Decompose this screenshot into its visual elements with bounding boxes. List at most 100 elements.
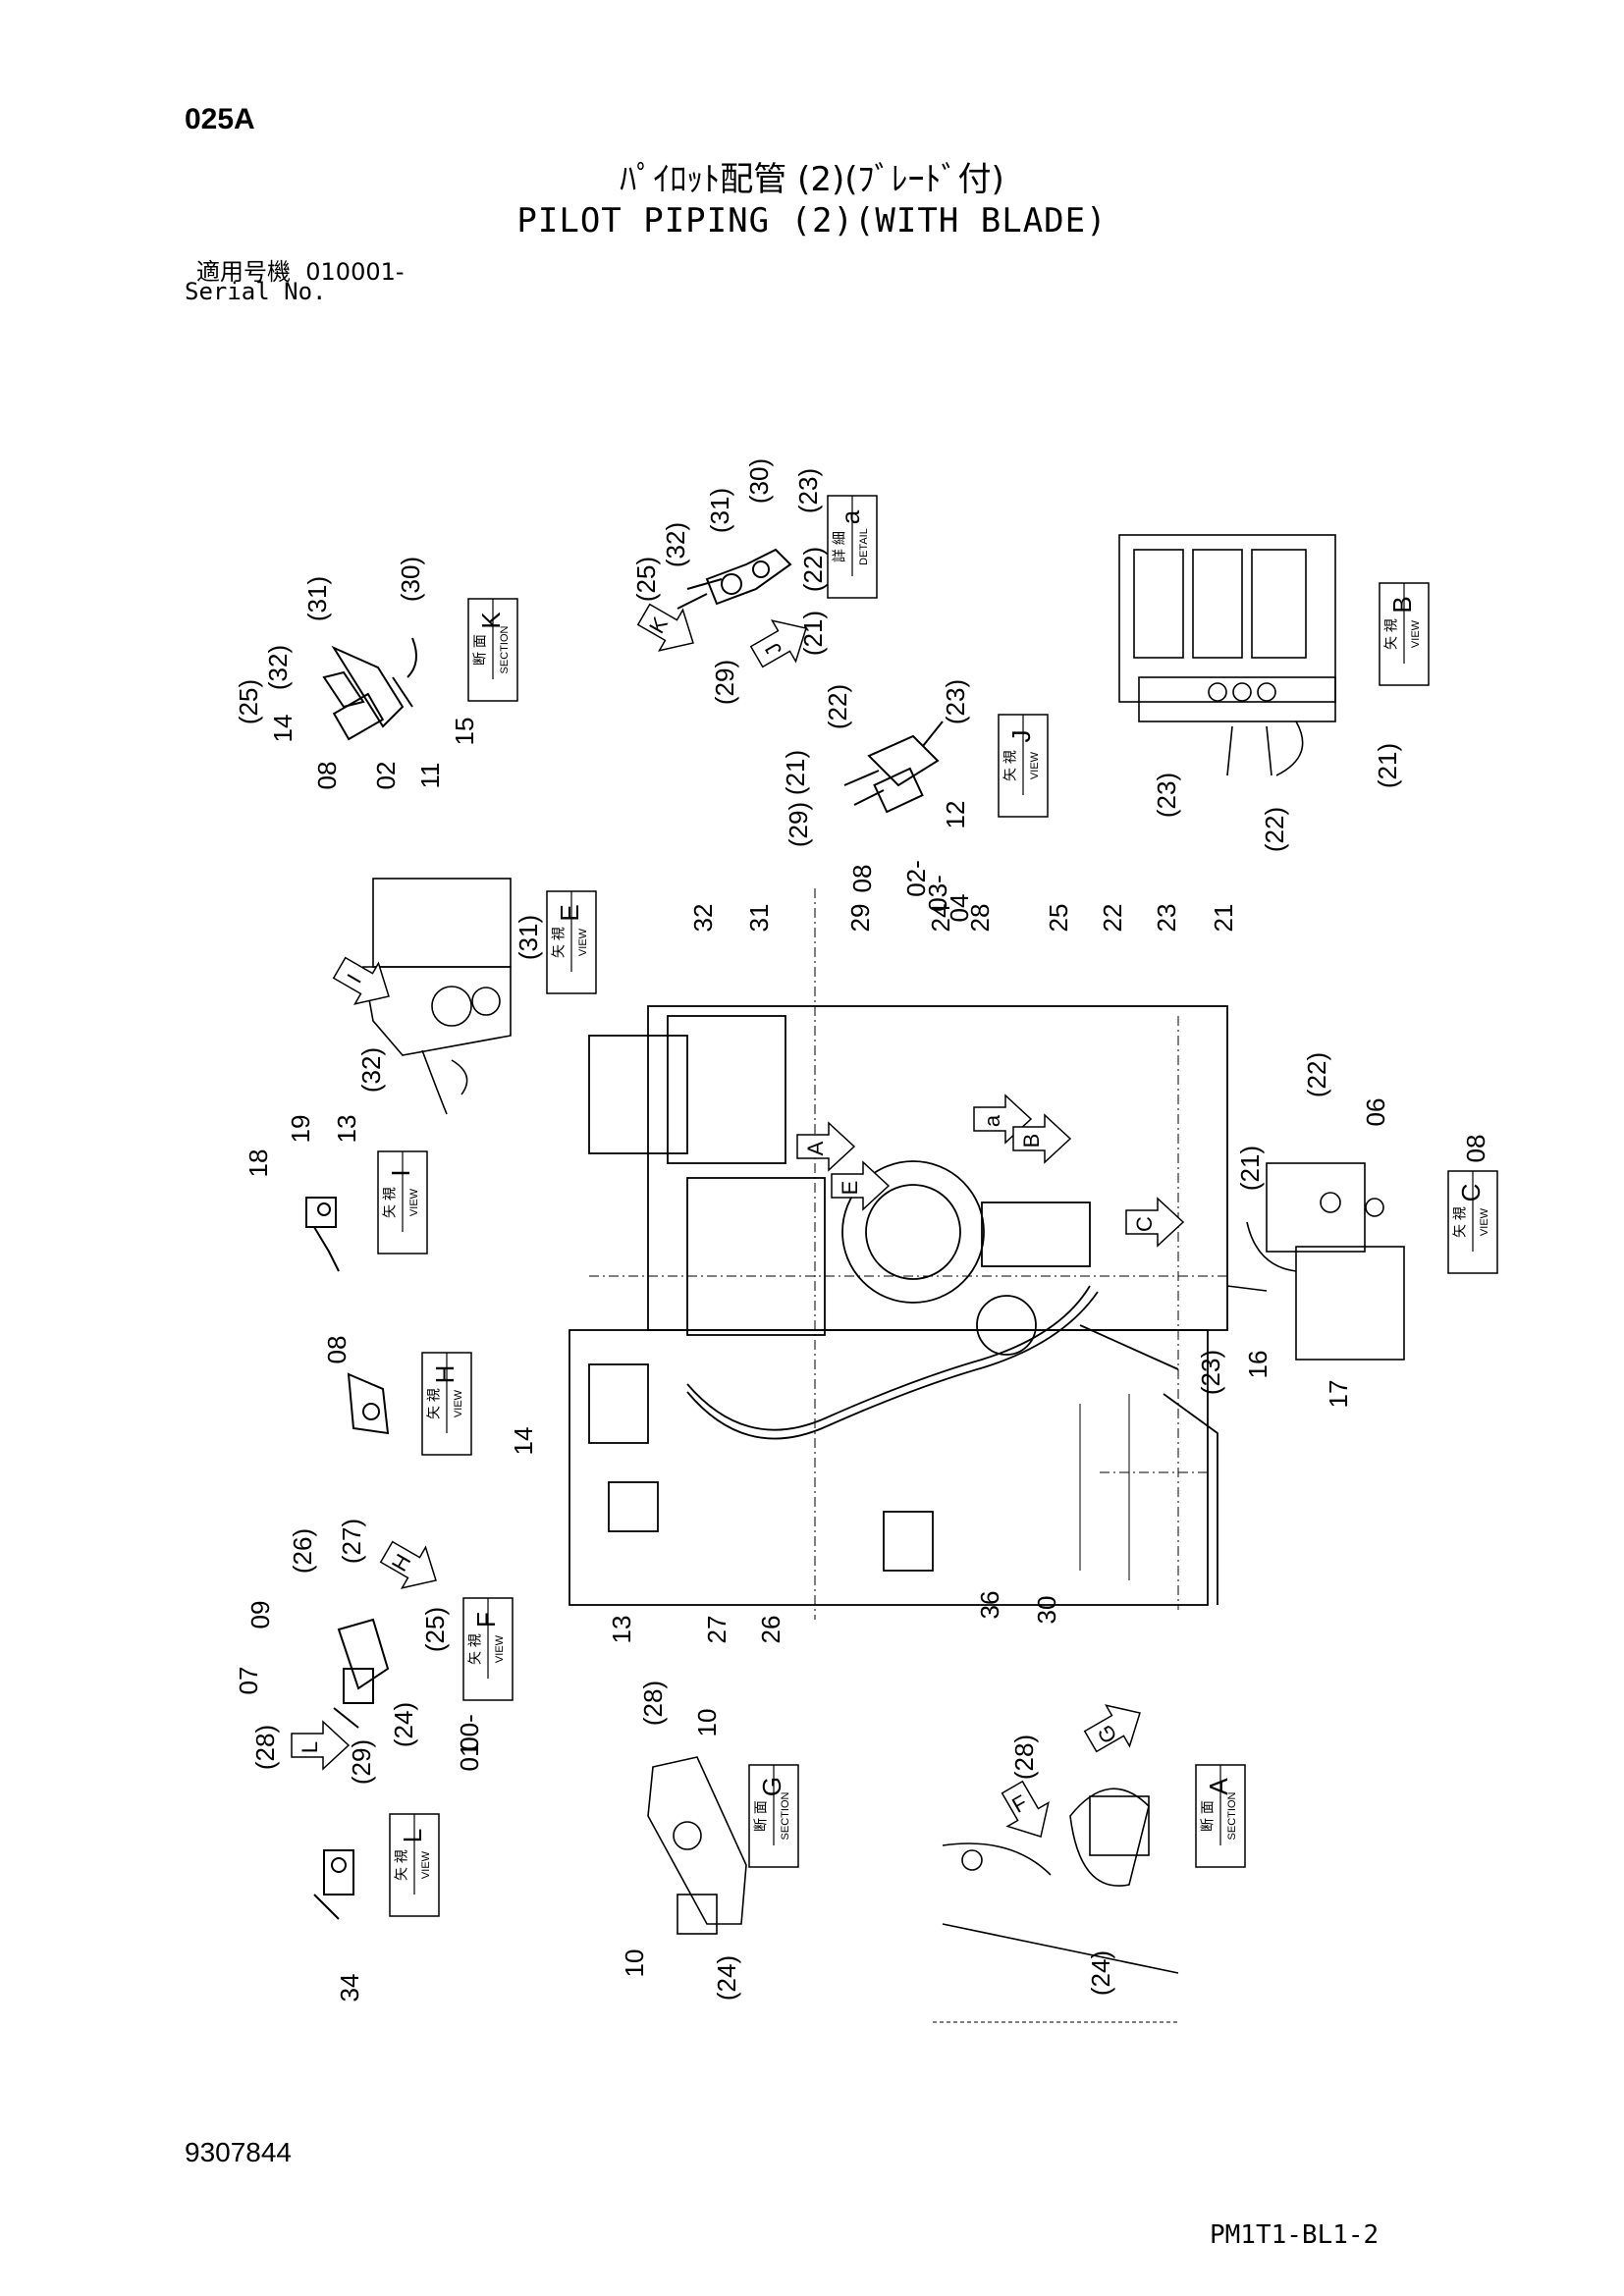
part-callout: (31) bbox=[705, 488, 734, 533]
part-callout: 14 bbox=[509, 1427, 538, 1456]
view-i-drawing bbox=[305, 1197, 340, 1272]
part-callout: 31 bbox=[744, 904, 774, 933]
serial-label-jp: 適用号機 010001- bbox=[196, 252, 405, 287]
view-h-drawing bbox=[347, 1372, 390, 1435]
part-callout: (25) bbox=[234, 679, 263, 724]
part-callout: (25) bbox=[420, 1607, 450, 1652]
part-callout: 32 bbox=[688, 904, 718, 933]
part-callout: (31) bbox=[514, 915, 543, 960]
view-b-drawing bbox=[1118, 534, 1336, 776]
view-arrow-l: L bbox=[291, 1720, 351, 1771]
callouts-view-f: (26)(27)09(25)07(28)(29)(24)00-01 bbox=[234, 1519, 484, 1785]
view-arrow-b: B bbox=[1012, 1113, 1072, 1164]
callouts-view-e: (31)(32) bbox=[356, 915, 543, 1093]
part-callout: (22) bbox=[823, 684, 852, 729]
view-box-en-label: VIEW bbox=[408, 1188, 420, 1216]
section-g-drawing bbox=[647, 1756, 747, 1935]
part-callout: 01 bbox=[455, 1743, 484, 1772]
section-k-drawing bbox=[322, 637, 417, 741]
part-callout: (23) bbox=[941, 679, 970, 724]
view-e-drawing bbox=[362, 878, 512, 1115]
part-callout: (21) bbox=[781, 750, 810, 795]
view-box-letter: I bbox=[386, 1169, 415, 1176]
part-callout: 22 bbox=[1098, 904, 1127, 933]
view-box-letter: F bbox=[471, 1612, 501, 1628]
part-callout: 08 bbox=[322, 1336, 352, 1364]
part-callout: 27 bbox=[702, 1616, 731, 1644]
part-callout: 19 bbox=[286, 1115, 315, 1144]
view-box-letter: B bbox=[1387, 596, 1417, 613]
part-callout: (24) bbox=[712, 1955, 741, 2001]
part-callout: 13 bbox=[607, 1616, 636, 1644]
view-arrow-e: E bbox=[831, 1160, 891, 1211]
view-box-letter: J bbox=[1006, 730, 1036, 743]
view-arrow-letter: C bbox=[1132, 1216, 1157, 1232]
part-callout: 29 bbox=[845, 904, 875, 933]
part-callout: 30 bbox=[1032, 1596, 1061, 1625]
part-callout: (28) bbox=[1009, 1735, 1039, 1780]
view-arrow-a: A bbox=[796, 1121, 856, 1172]
part-callout: 12 bbox=[941, 801, 970, 829]
title-japanese: ﾊﾟｲﾛｯﾄ配管 (2)(ﾌﾞﾚｰﾄﾞ付) bbox=[620, 160, 1004, 199]
view-arrow-j: J bbox=[749, 619, 807, 668]
part-callout: (24) bbox=[1086, 1950, 1115, 1996]
main-frame-drawing bbox=[568, 888, 1228, 1620]
view-box-letter: a bbox=[836, 509, 865, 524]
part-callout: 10 bbox=[692, 1709, 722, 1737]
view-box-jp-label: 矢 視 bbox=[467, 1633, 483, 1665]
part-callout: 09 bbox=[245, 1601, 275, 1629]
part-callout: (23) bbox=[1152, 773, 1181, 818]
part-callout: (23) bbox=[1196, 1350, 1225, 1395]
view-box-en-label: VIEW bbox=[1479, 1207, 1490, 1236]
view-arrow-letter: E bbox=[838, 1181, 862, 1196]
view-box-jp-label: 矢 視 bbox=[1452, 1206, 1468, 1238]
part-callout: 25 bbox=[1044, 904, 1073, 933]
part-callout: (27) bbox=[337, 1519, 366, 1564]
section-a-drawing bbox=[933, 1788, 1179, 2023]
part-callout: (30) bbox=[396, 557, 425, 602]
part-callout: 08 bbox=[312, 762, 342, 790]
view-arrow-c: C bbox=[1125, 1197, 1185, 1248]
view-box-jp-label: 詳 細 bbox=[832, 531, 847, 562]
view-arrow-g: G bbox=[1083, 1704, 1141, 1753]
title-english: PILOT PIPING (2)(WITH BLADE) bbox=[516, 201, 1108, 240]
part-callout: (28) bbox=[638, 1681, 668, 1726]
view-box-en-label: VIEW bbox=[453, 1389, 464, 1417]
part-callout: (25) bbox=[631, 557, 661, 602]
drawing-code: PM1T1-BL1-2 bbox=[1210, 2220, 1380, 2250]
part-callout: (28) bbox=[250, 1725, 280, 1770]
serial-value: 010001- bbox=[305, 258, 405, 286]
view-arrow-letter: a bbox=[980, 1114, 1004, 1127]
view-box-en-label: VIEW bbox=[1410, 619, 1422, 648]
part-callout: (21) bbox=[1235, 1146, 1265, 1191]
part-callout: 24 bbox=[926, 904, 955, 933]
detail-a-drawing bbox=[677, 548, 792, 610]
view-box-letter: C bbox=[1456, 1184, 1486, 1202]
view-arrow-i: I bbox=[332, 956, 390, 1005]
view-box-letter: L bbox=[398, 1829, 427, 1842]
part-callout: 02 bbox=[371, 762, 401, 790]
part-callout: 15 bbox=[450, 718, 479, 746]
callouts-detail-a: (25)(32)(31)(30)(23)(22)(21)(29) bbox=[631, 458, 828, 705]
part-callout: (30) bbox=[744, 458, 774, 504]
view-box-letter: G bbox=[757, 1777, 786, 1796]
callouts-view-h: 08 bbox=[322, 1336, 352, 1364]
part-callout: 13 bbox=[332, 1115, 361, 1144]
part-callout: (22) bbox=[1302, 1052, 1331, 1097]
part-callout: (24) bbox=[389, 1702, 418, 1747]
view-arrow-h: H bbox=[379, 1540, 437, 1589]
view-box-en-label: VIEW bbox=[494, 1634, 506, 1663]
part-callout: (26) bbox=[288, 1528, 317, 1574]
part-callout: 28 bbox=[965, 904, 995, 933]
